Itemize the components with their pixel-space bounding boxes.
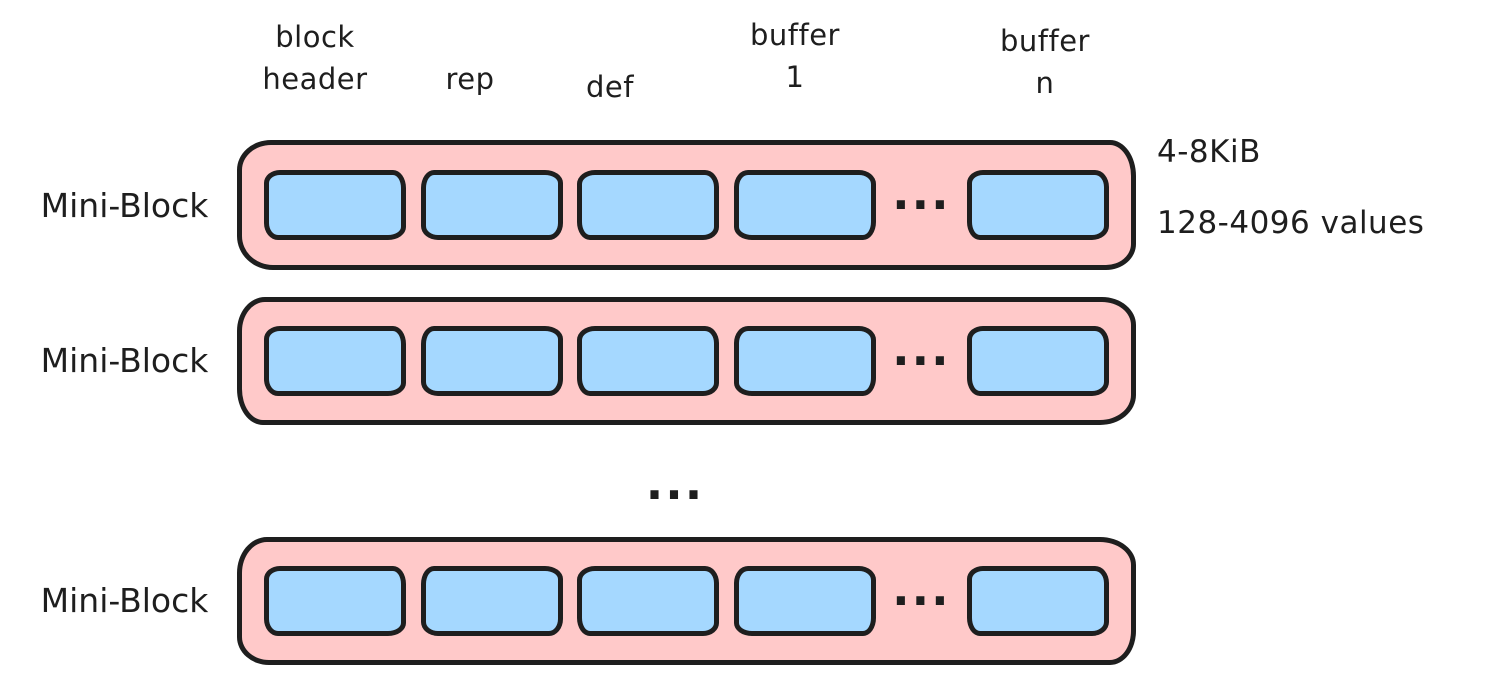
cell-def — [577, 566, 720, 636]
mini-block-1: ... — [237, 140, 1136, 270]
cell-block-header — [264, 566, 406, 636]
cell-rep — [420, 326, 563, 396]
column-label-line: block — [275, 20, 355, 54]
cell-buffer-n — [966, 326, 1109, 396]
column-label-line: 1 — [785, 60, 805, 94]
column-label-line: n — [1035, 66, 1055, 100]
column-label-buffer-n: buffer n — [945, 20, 1145, 104]
mini-block-label-1: Mini-Block — [40, 186, 209, 225]
cell-buffer-n — [966, 566, 1109, 636]
cell-buffer-1 — [733, 566, 876, 636]
mini-block-label-2: Mini-Block — [40, 341, 209, 380]
column-label-buffer-1: buffer 1 — [695, 14, 895, 98]
column-label-line: def — [586, 70, 634, 104]
column-label-line: rep — [445, 62, 495, 96]
cell-buffer-1 — [733, 326, 876, 396]
cell-buffer-1 — [733, 170, 876, 240]
annotation-value-range: 128-4096 values — [1157, 205, 1425, 241]
mini-block-2: ... — [237, 297, 1136, 425]
cell-block-header — [264, 170, 406, 240]
cell-rep — [420, 566, 563, 636]
cell-def — [577, 170, 720, 240]
cell-buffer-n — [966, 170, 1109, 240]
column-label-rep: rep — [420, 58, 520, 100]
annotation-size-range: 4-8KiB — [1157, 134, 1261, 170]
column-label-block-header: block header — [215, 16, 415, 100]
mini-block-label-3: Mini-Block — [40, 581, 209, 620]
column-label-line: buffer — [750, 18, 840, 52]
cell-def — [577, 326, 720, 396]
cell-block-header — [264, 326, 406, 396]
column-label-line: buffer — [1000, 24, 1090, 58]
column-label-def: def — [560, 66, 660, 108]
column-label-line: header — [262, 62, 368, 96]
cell-rep — [420, 170, 563, 240]
mini-block-3: ... — [237, 537, 1136, 665]
